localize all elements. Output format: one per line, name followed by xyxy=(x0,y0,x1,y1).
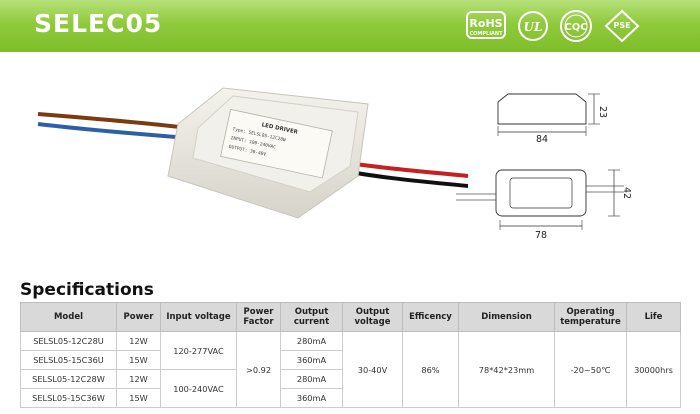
cell-power: 15W xyxy=(116,350,161,370)
cell-dimension: 78*42*23mm xyxy=(458,331,555,408)
product-title: SELEC05 xyxy=(34,9,163,38)
ul-mark-icon: UL xyxy=(516,9,550,43)
cell-output-voltage: 30-40V xyxy=(342,331,403,408)
cell-model: SELSL05-12C28U xyxy=(20,331,117,351)
cell-input-voltage: 100-240VAC xyxy=(160,369,237,408)
dimension-drawings: 23 84 42 78 xyxy=(448,82,638,252)
cell-life: 30000hrs xyxy=(626,331,681,408)
pse-label: PSE xyxy=(613,21,630,30)
side-height-label: 23 xyxy=(597,106,608,118)
table-row: SELSL05-15C36U 15W 360mA xyxy=(20,350,681,370)
cell-power: 15W xyxy=(116,388,161,408)
rohs-label: RoHS xyxy=(469,17,502,30)
cell-output-current: 360mA xyxy=(280,388,343,408)
header-life: Life xyxy=(626,302,681,332)
specifications-title: Specifications xyxy=(20,280,154,300)
cqc-mark-icon: CQC xyxy=(556,9,596,43)
table-row: SELSL05-15C36W 15W 360mA xyxy=(20,388,681,408)
cell-operating-temperature: -20~50℃ xyxy=(554,331,627,408)
side-width-label: 84 xyxy=(536,134,548,145)
rohs-compliant-icon: RoHS COMPLIANT xyxy=(466,9,506,43)
ul-label: UL xyxy=(524,20,543,34)
header-input-voltage: Input voltage xyxy=(160,302,237,332)
brown-wire xyxy=(37,112,189,130)
rohs-sublabel: COMPLIANT xyxy=(469,31,503,37)
header-bar: SELEC05 RoHS COMPLIANT UL CQC PSE xyxy=(0,0,700,52)
cqc-label: CQC xyxy=(564,22,587,33)
header-power: Power xyxy=(116,302,161,332)
header-model: Model xyxy=(20,302,117,332)
cell-power: 12W xyxy=(116,331,161,351)
side-view-outline xyxy=(497,93,587,125)
top-view-outline xyxy=(495,169,587,217)
blue-wire xyxy=(37,122,189,140)
product-image: LED DRIVER Type: SELSL05-12C28W INPUT: 1… xyxy=(28,76,469,236)
cell-output-current: 280mA xyxy=(280,369,343,389)
top-height-label: 42 xyxy=(621,187,632,199)
header-efficiency: Efficency xyxy=(402,302,459,332)
cell-model: SELSL05-12C28W xyxy=(20,369,117,389)
cell-output-current: 360mA xyxy=(280,350,343,370)
table-row: SELSL05-12C28W 12W 100-240VAC 280mA xyxy=(20,369,681,408)
cell-output-current: 280mA xyxy=(280,331,343,351)
cell-input-voltage: 120-277VAC xyxy=(160,331,237,370)
cell-model: SELSL05-15C36U xyxy=(20,350,117,370)
header-dimension: Dimension xyxy=(458,302,555,332)
table-row: SELSL05-12C28U 12W 120-277VAC >0.92 280m… xyxy=(20,331,681,408)
cell-power-factor: >0.92 xyxy=(236,331,281,408)
cell-model: SELSL05-15C36W xyxy=(20,388,117,408)
pse-mark-icon: PSE xyxy=(604,9,640,43)
cell-power: 12W xyxy=(116,369,161,389)
top-width-label: 78 xyxy=(535,230,547,241)
cell-efficiency: 86% xyxy=(402,331,459,408)
